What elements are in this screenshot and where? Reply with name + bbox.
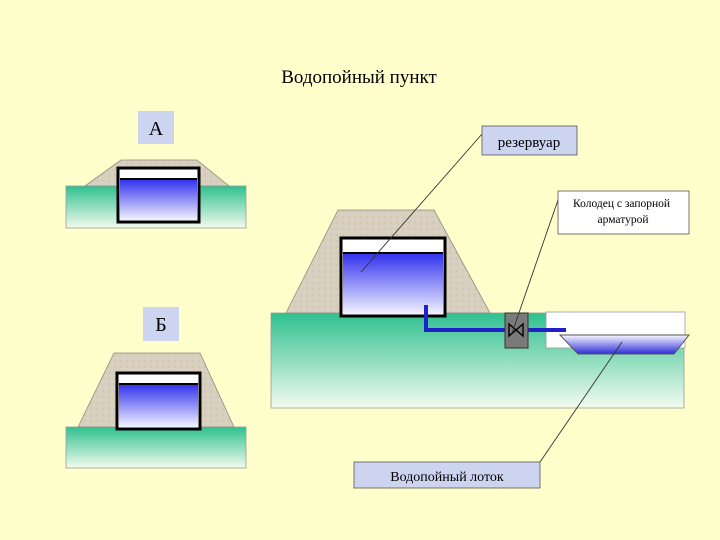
reservoir-water xyxy=(343,254,443,314)
trough-label: Водопойный лоток xyxy=(390,470,504,485)
variant-b-scheme: Б xyxy=(65,307,247,469)
variant-b-tank-water xyxy=(119,385,198,427)
variant-a-tank-water xyxy=(120,180,197,220)
callout-reservoir: резервуар xyxy=(360,125,578,273)
variant-a-label: А xyxy=(149,118,164,140)
variant-a-label-box xyxy=(138,111,174,144)
valve-icon xyxy=(508,322,524,338)
variant-b-label-box xyxy=(143,307,179,341)
watering-trough xyxy=(558,334,691,355)
leader-line-trough xyxy=(539,341,623,463)
trough-label-box xyxy=(353,461,541,489)
well-label-box xyxy=(557,190,690,235)
variant-b-ground xyxy=(65,426,247,469)
reservoir-label: резервуар xyxy=(498,135,560,151)
diagram-title: Водопойный пункт xyxy=(281,67,437,88)
well-label: Колодец с запорной арматурой xyxy=(573,198,673,226)
leader-line-well xyxy=(511,199,559,334)
callout-trough: Водопойный лоток xyxy=(353,341,623,489)
leader-line-reservoir xyxy=(360,133,483,273)
callout-well: Колодец с запорной арматурой xyxy=(511,190,690,334)
reservoir-label-box xyxy=(481,125,578,156)
main-scheme xyxy=(270,209,691,409)
variant-b-label: Б xyxy=(155,314,166,336)
variant-a-scheme: А xyxy=(65,111,247,229)
